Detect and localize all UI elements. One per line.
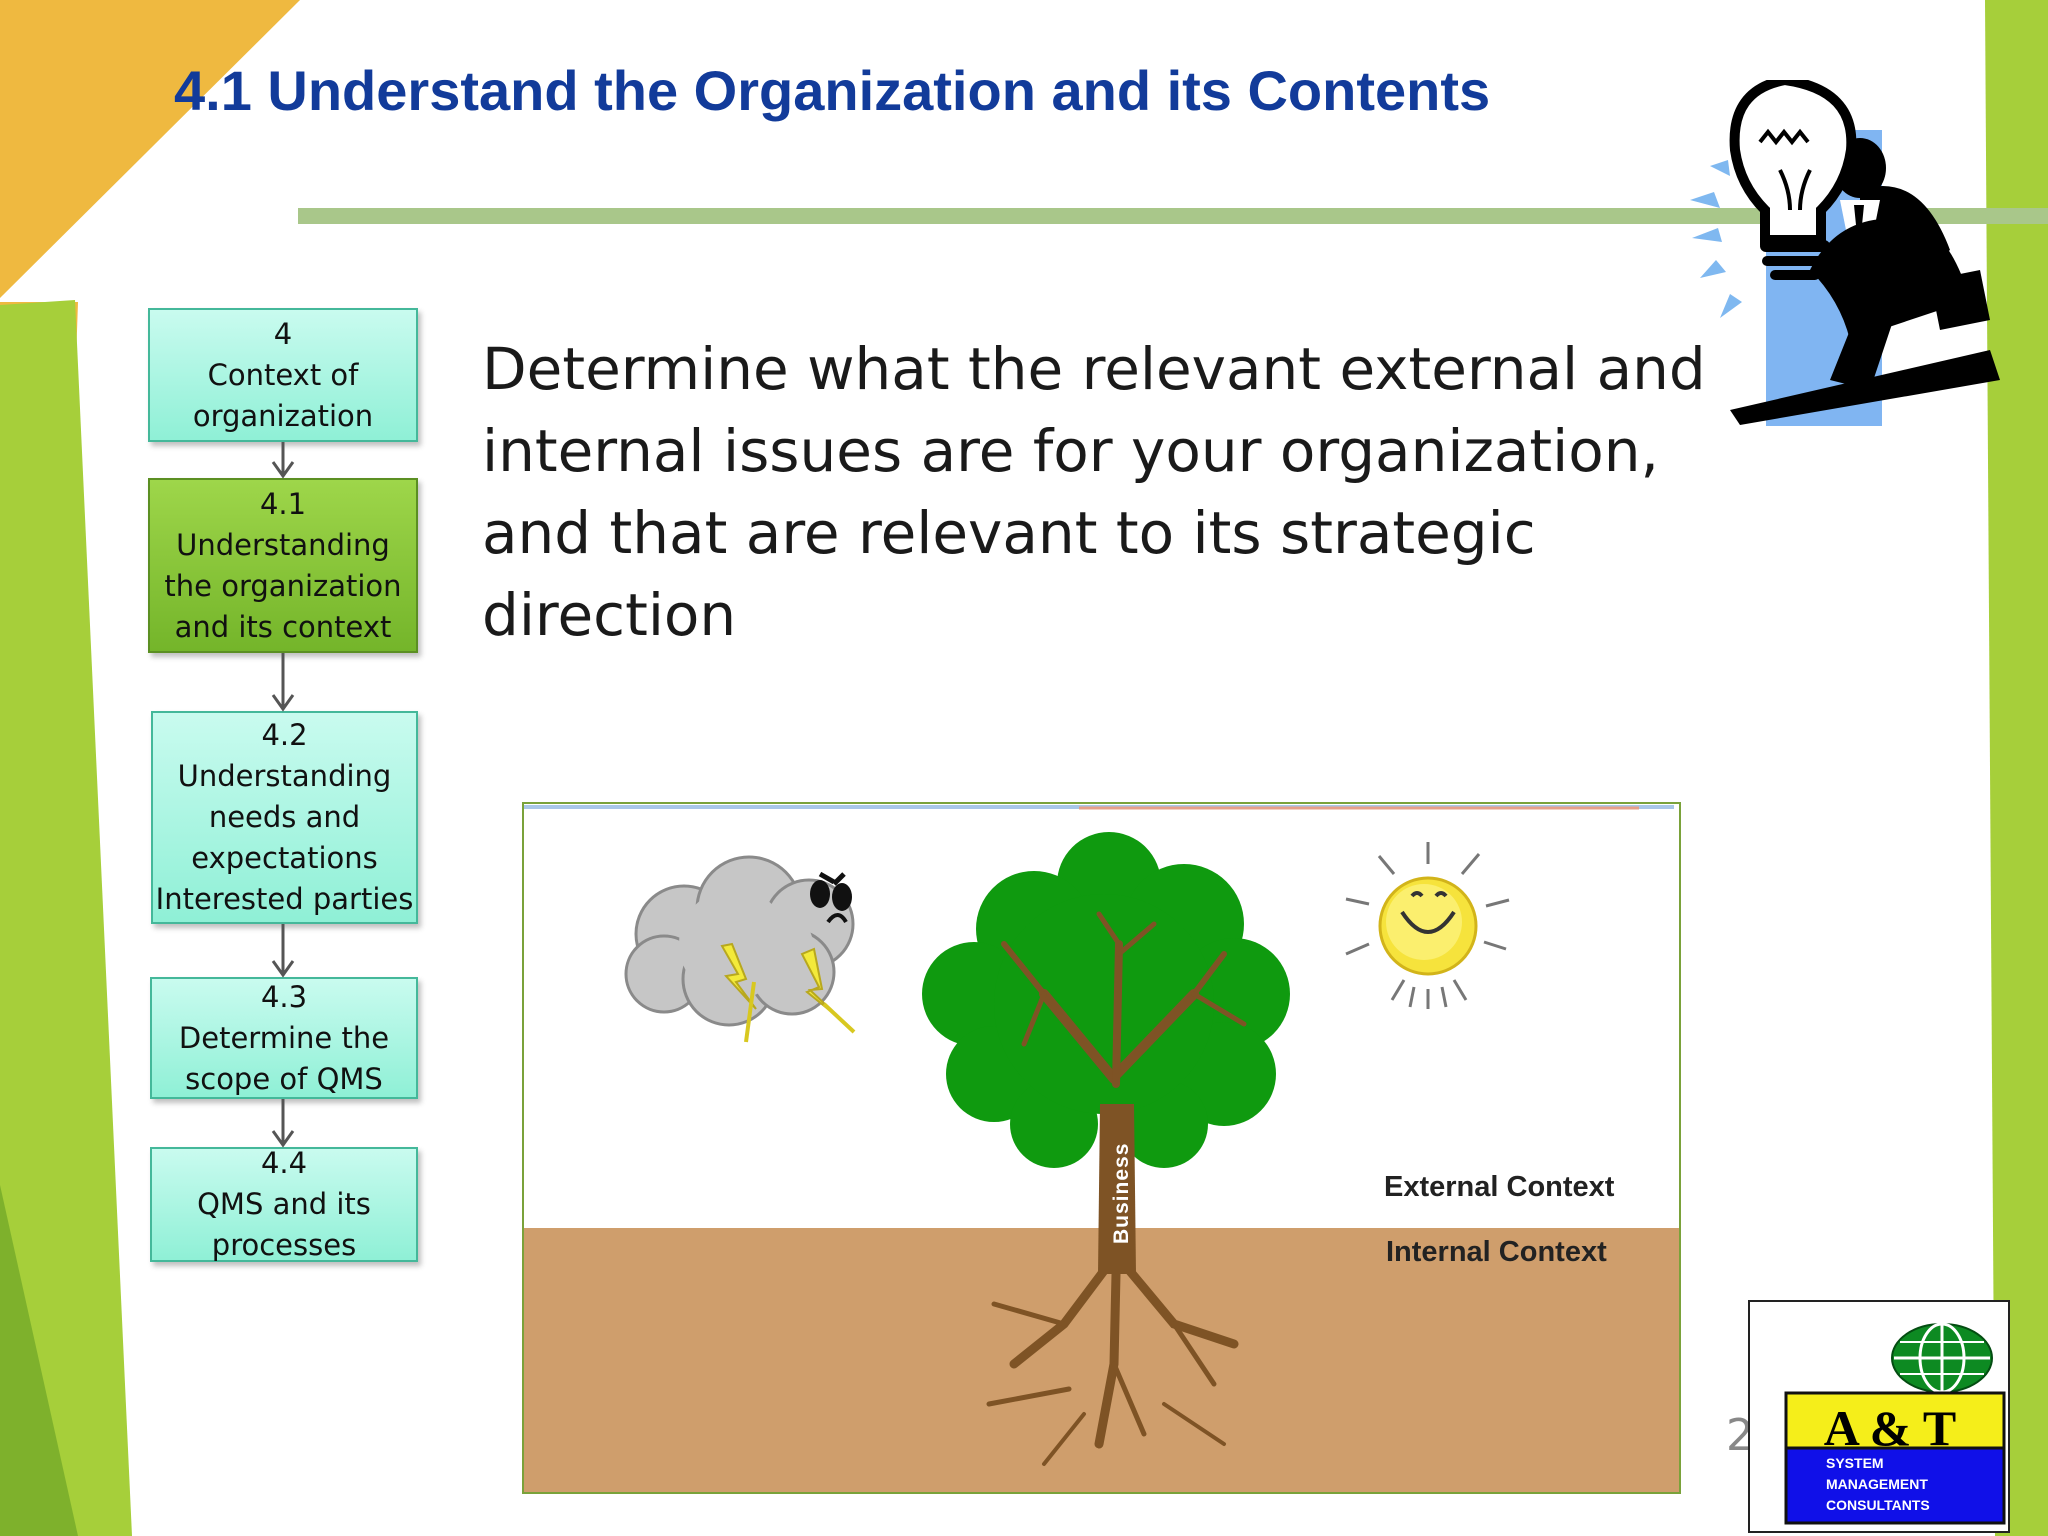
flow-step-line: 4.3 — [260, 979, 308, 1014]
slide-body-text: Determine what the relevant external and… — [482, 335, 1706, 649]
storm-cloud-icon — [624, 855, 856, 1043]
flow-step-4: 4 Context of organization — [148, 308, 418, 442]
flow-step-line: Determine the — [178, 1020, 390, 1055]
flow-step-line: QMS and its — [197, 1187, 371, 1221]
flow-step-line: 4.2 — [261, 718, 308, 752]
flow-step-line: 4 — [273, 316, 293, 351]
internal-context-label: Internal Context — [1386, 1236, 1607, 1268]
flow-step-line: organization — [192, 398, 374, 433]
company-logo: A & T SYSTEM MANAGEMENT CONSULTANTS — [1748, 1300, 2010, 1533]
flow-step-line: and its context — [174, 609, 392, 644]
globe-icon — [1891, 1322, 1993, 1394]
logo-graphic: A & T SYSTEM MANAGEMENT CONSULTANTS — [1784, 1322, 2006, 1525]
lightbulb-man-icon — [1690, 80, 2000, 426]
flow-step-line: needs and — [208, 800, 361, 834]
smiling-sun-icon — [1345, 842, 1510, 1009]
flow-step-line: Understanding — [177, 759, 392, 793]
flow-step-line: expectations — [191, 841, 378, 875]
flow-step-line: processes — [211, 1228, 357, 1262]
flow-step-line: Interested parties — [155, 882, 414, 916]
logo-line: MANAGEMENT — [1826, 1476, 1928, 1492]
tree-icon: Business — [922, 832, 1290, 1466]
flow-step-4-2: 4.2 Understanding needs and expectations… — [151, 711, 418, 924]
logo-line: SYSTEM — [1826, 1455, 1884, 1471]
flow-step-4-1: 4.1 Understanding the organization and i… — [148, 478, 418, 653]
flow-step-line: scope of QMS — [185, 1061, 383, 1096]
trunk-label: Business — [1110, 1143, 1133, 1244]
flow-step-line: 4.4 — [260, 1146, 308, 1180]
flow-step-4-4: 4.4 QMS and its processes — [150, 1146, 418, 1262]
flow-step-line: Context of — [207, 357, 359, 392]
logo-brand: A & T — [1824, 1400, 1956, 1456]
flow-step-4-3: 4.3 Determine the scope of QMS — [150, 977, 418, 1099]
flow-step-line: Understanding — [176, 527, 390, 562]
logo-line: CONSULTANTS — [1826, 1497, 1930, 1513]
flow-step-line: the organization — [164, 568, 402, 603]
context-tree-illustration: Business External Context Internal Conte… — [522, 802, 1681, 1494]
slide-title: 4.1 Understand the Organization and its … — [174, 59, 1491, 122]
external-context-label: External Context — [1384, 1171, 1615, 1203]
flow-step-line: 4.1 — [259, 486, 307, 521]
